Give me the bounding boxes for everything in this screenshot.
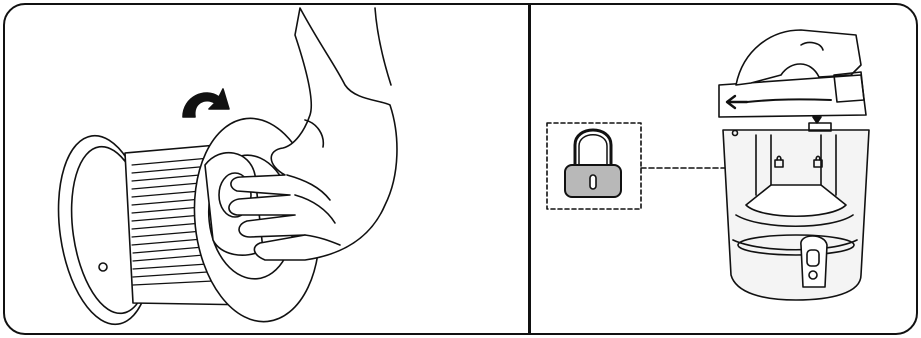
panel-lock-container <box>531 5 916 333</box>
padlock-icon <box>565 130 621 197</box>
instruction-figure <box>3 3 918 335</box>
filter-illustration <box>5 5 528 335</box>
container-illustration <box>531 5 916 335</box>
rotate-arrow-icon <box>183 89 229 117</box>
panel-remove-filter <box>5 5 528 333</box>
